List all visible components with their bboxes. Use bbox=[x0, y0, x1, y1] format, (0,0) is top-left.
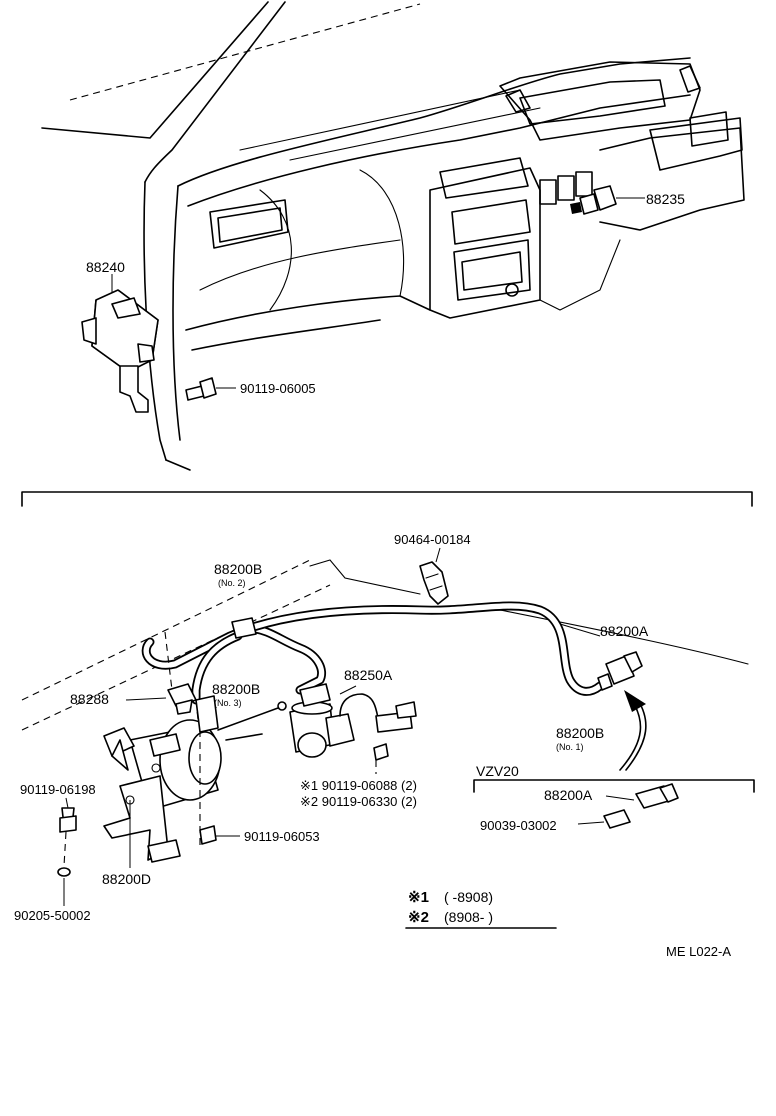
label-88200d: 88200D bbox=[102, 871, 151, 887]
pump-88250a bbox=[289, 683, 417, 774]
label-90119-06330: ※2 90119-06330 (2) bbox=[300, 794, 417, 809]
label-no1: (No. 1) bbox=[556, 742, 584, 752]
label-90205-50002: 90205-50002 bbox=[14, 908, 91, 923]
computer-88240 bbox=[81, 274, 159, 413]
label-88200b-no2: 88200B bbox=[214, 561, 262, 577]
dashboard-illustration bbox=[41, 1, 745, 471]
label-88200a-vzv20: 88200A bbox=[544, 787, 593, 803]
clip-90464-00184 bbox=[419, 547, 449, 605]
label-88235: 88235 bbox=[646, 191, 685, 207]
label-90119-06005: 90119-06005 bbox=[240, 381, 316, 396]
legend: ※1 ( -8908) ※2 (8908- ) bbox=[405, 889, 557, 929]
label-vzv20: VZV20 bbox=[476, 763, 519, 779]
label-88200b-no3: 88200B bbox=[212, 681, 260, 697]
diagram-code: ME L022-A bbox=[666, 944, 731, 959]
body-panel-lines bbox=[21, 559, 749, 731]
washer-90205-50002 bbox=[57, 867, 71, 906]
legend-mark-2: ※2 bbox=[408, 909, 429, 926]
connector-88200a bbox=[559, 623, 643, 691]
bolt-90119-06053 bbox=[199, 825, 240, 845]
vacuum-hoses bbox=[141, 601, 605, 741]
actuator-88200d bbox=[103, 695, 287, 868]
label-88200a: 88200A bbox=[600, 623, 649, 639]
legend-mark-1: ※1 bbox=[408, 889, 429, 906]
label-88240: 88240 bbox=[86, 259, 125, 275]
switch-88235 bbox=[570, 185, 645, 215]
vzv20-inset bbox=[473, 779, 755, 829]
label-88250a: 88250A bbox=[344, 667, 393, 683]
label-90119-06053: 90119-06053 bbox=[244, 829, 320, 844]
legend-range-1: ( -8908) bbox=[444, 889, 493, 905]
label-no3: (No. 3) bbox=[214, 698, 242, 708]
bolt-90119-06005 bbox=[185, 377, 236, 401]
label-88200b-no1: 88200B bbox=[556, 725, 604, 741]
label-no2: (No. 2) bbox=[218, 578, 246, 588]
legend-range-2: (8908- ) bbox=[444, 909, 493, 925]
label-88288: 88288 bbox=[70, 691, 109, 707]
label-90464-00184: 90464-00184 bbox=[394, 532, 471, 547]
label-90039-03002: 90039-03002 bbox=[480, 818, 557, 833]
label-90119-06198: 90119-06198 bbox=[20, 782, 96, 797]
bracket-88288 bbox=[125, 683, 197, 715]
direction-arrow bbox=[619, 690, 647, 771]
label-90119-06088: ※1 90119-06088 (2) bbox=[300, 778, 417, 793]
section-frame bbox=[21, 491, 753, 507]
bolt-90119-06198 bbox=[59, 797, 77, 867]
